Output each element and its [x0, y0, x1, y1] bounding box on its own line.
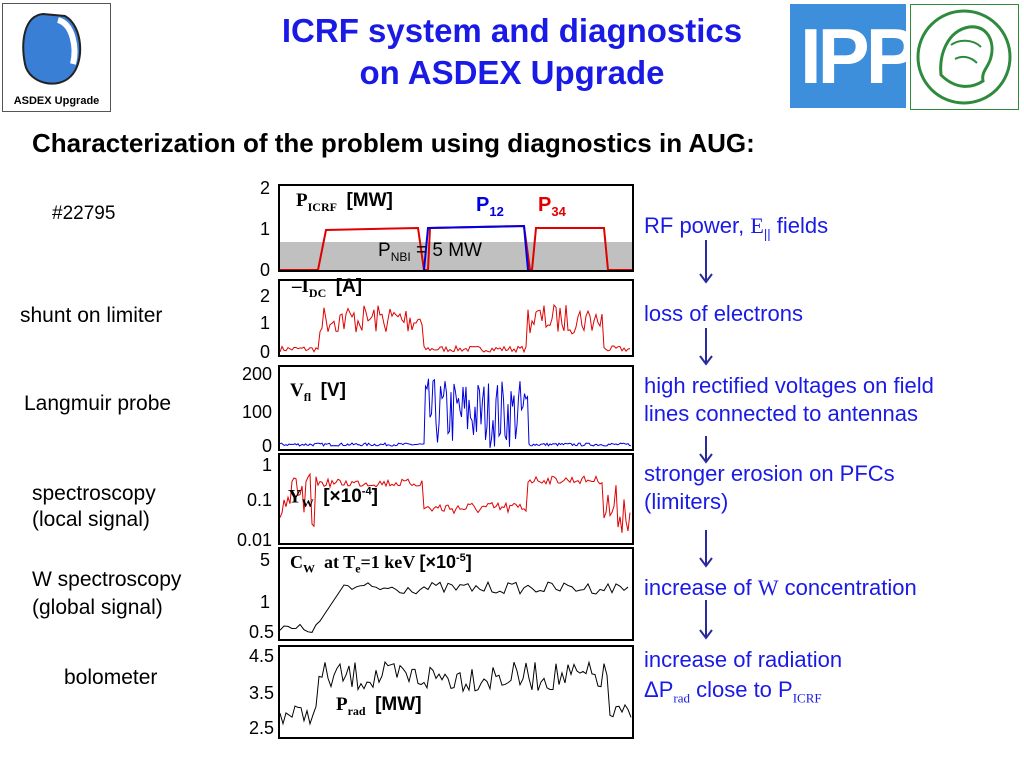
panel-picrf-frame — [278, 184, 634, 272]
label-picrf: PICRF [MW] — [296, 190, 393, 214]
label-spectroscopy: spectroscopy — [32, 482, 156, 505]
nbi-band — [280, 242, 632, 270]
tick-p6-bot: 2.5 — [248, 718, 274, 738]
minerva-logo — [910, 4, 1019, 110]
label-cw: CW at Te=1 keV [×10-5] — [290, 552, 472, 576]
panel-idc-frame — [278, 279, 634, 357]
chain-w-concentration: increase of W concentration — [644, 575, 917, 600]
signal-traces — [279, 224, 632, 726]
label-yw: YW [×10-4] — [288, 486, 378, 511]
chain-arrows — [699, 240, 713, 640]
panel-prad-frame — [278, 645, 634, 739]
tick-p4-bot: 0.01 — [236, 530, 272, 550]
arrow-down-icon — [699, 328, 713, 366]
panel-vfl-frame — [278, 365, 634, 451]
chain-erosion-1: stronger erosion on PFCs — [644, 461, 895, 486]
label-w-spectroscopy: W spectroscopy — [32, 568, 182, 591]
trace-yw — [279, 472, 631, 533]
asdex-plasma-icon — [22, 12, 82, 85]
slide-subtitle: Characterization of the problem using di… — [32, 128, 755, 158]
panel-yw-frame — [278, 453, 634, 545]
trace-picrf-blue — [423, 224, 529, 271]
panel-cw-frame — [278, 547, 634, 641]
label-bolometer: bolometer — [64, 666, 158, 689]
shot-number: #22795 — [52, 203, 116, 224]
chain-prad-picrf: ΔPrad close to PICRF — [644, 677, 822, 706]
tick-p2-top: 2 — [259, 286, 270, 306]
tick-p6-top: 4.5 — [248, 646, 274, 666]
ipp-logo-text: IPP — [800, 12, 918, 100]
tick-p2-bot: 0 — [259, 342, 270, 362]
chain-rectified-2: lines connected to antennas — [644, 401, 918, 426]
label-vfl: Vfl [V] — [290, 380, 346, 404]
tick-p5-mid: 1 — [259, 592, 270, 612]
chain-erosion-2: (limiters) — [644, 489, 729, 514]
trace-cw — [279, 580, 629, 633]
trace-vfl — [279, 378, 632, 448]
tick-p1-top: 2 — [259, 178, 270, 198]
trace-prad — [279, 660, 632, 726]
chain-rectified-1: high rectified voltages on field — [644, 373, 934, 398]
tick-p2-mid: 1 — [259, 313, 270, 333]
label-prad: Prad [MW] — [336, 694, 422, 718]
label-p34: P34 — [538, 194, 566, 219]
tick-p5-top: 5 — [259, 550, 270, 570]
tick-p5-bot: 0.5 — [248, 622, 274, 642]
minerva-head-icon — [916, 9, 1012, 105]
tick-p4-top: 1 — [261, 455, 272, 475]
tick-p3-bot: 0 — [261, 436, 272, 456]
tick-p3-mid: 100 — [241, 402, 272, 422]
signal-plots — [278, 184, 634, 739]
tick-p3-top: 200 — [241, 364, 272, 384]
trace-idc — [279, 303, 631, 354]
chain-radiation: increase of radiation — [644, 647, 843, 672]
tick-p1-mid: 1 — [259, 219, 270, 239]
ipp-logo: IPP — [790, 4, 918, 108]
title-line-2: on ASDEX Upgrade — [359, 54, 665, 91]
title-line-1: ICRF system and diagnostics — [281, 12, 743, 49]
label-local-signal: (local signal) — [32, 508, 150, 531]
arrow-down-icon — [699, 600, 713, 640]
tick-p1-bot: 0 — [259, 260, 270, 280]
tick-p6-mid: 3.5 — [248, 683, 274, 703]
label-shunt: shunt on limiter — [20, 304, 163, 327]
chain-loss-electrons: loss of electrons — [644, 301, 803, 326]
label-idc: –IDC [A] — [292, 276, 363, 300]
arrow-down-icon — [699, 436, 713, 464]
label-pnbi: PNBI = 5 MW — [378, 240, 482, 264]
page-title: ICRF system and diagnostics on ASDEX Upg… — [0, 10, 1024, 94]
tick-p4-mid: 0.1 — [246, 490, 272, 510]
asdex-logo-label: ASDEX Upgrade — [13, 95, 100, 107]
asdex-upgrade-logo: ASDEX Upgrade — [2, 3, 111, 112]
label-global-signal: (global signal) — [32, 596, 163, 619]
arrow-down-icon — [699, 240, 713, 284]
label-langmuir: Langmuir probe — [24, 392, 172, 415]
chain-rf-power: RF power, E|| fields — [644, 213, 829, 242]
label-p12: P12 — [476, 194, 504, 219]
arrow-down-icon — [699, 530, 713, 568]
